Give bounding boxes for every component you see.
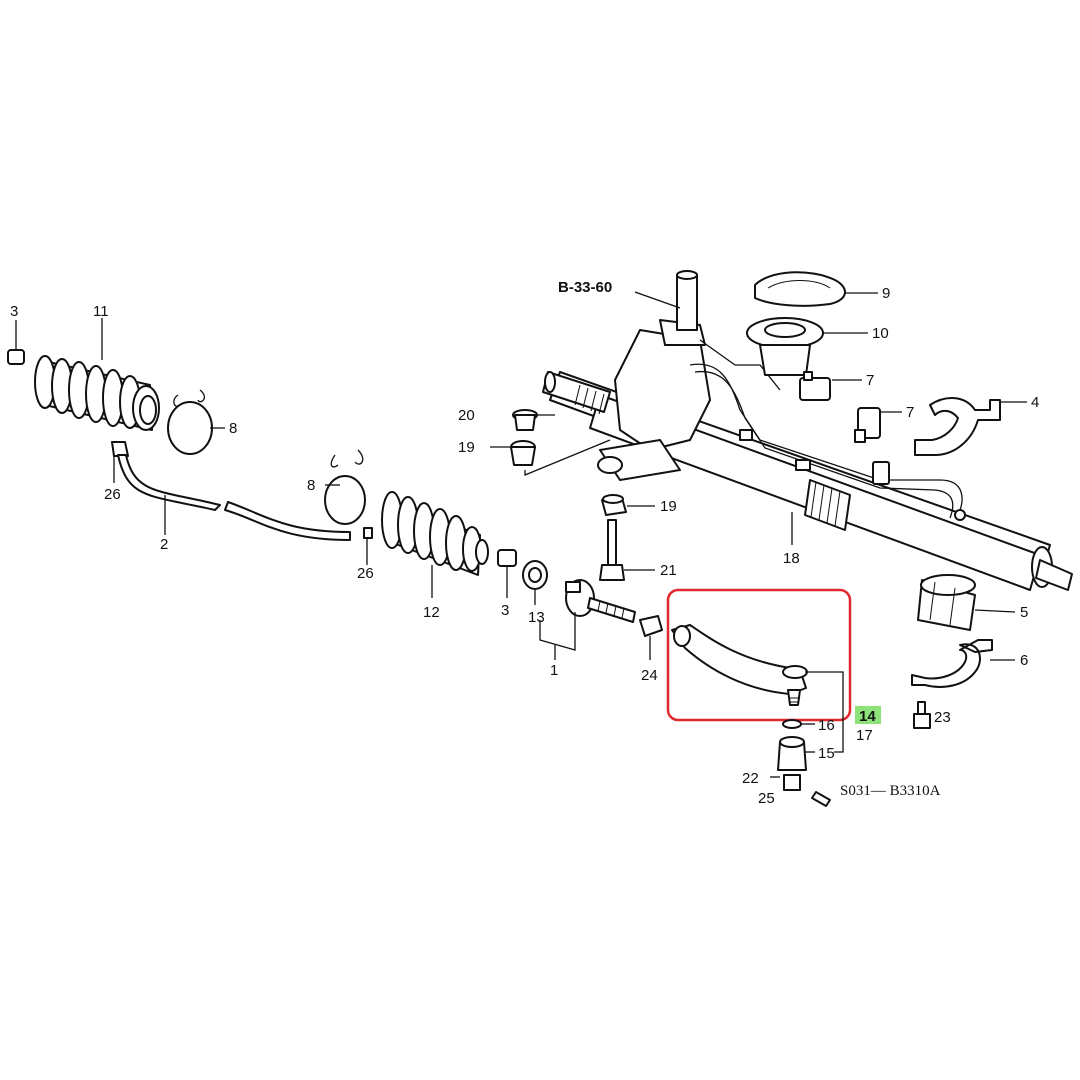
bracket-bolt[interactable] <box>913 701 931 729</box>
label-part-7-lower: 7 <box>906 404 914 421</box>
bellows-boot-left[interactable] <box>34 355 160 431</box>
air-tube[interactable] <box>117 454 351 541</box>
label-part-8-right: 8 <box>307 477 315 494</box>
label-part-26-right: 26 <box>357 565 374 582</box>
selected-part-highlight <box>666 588 852 722</box>
label-part-18: 18 <box>783 550 800 567</box>
tube-clip-right[interactable] <box>363 527 373 539</box>
label-part-16: 16 <box>818 717 835 734</box>
label-part-6: 6 <box>1020 652 1028 669</box>
boot-clip[interactable] <box>782 719 802 729</box>
label-part-19-lower: 19 <box>660 498 677 515</box>
rack-mount-bracket-upper[interactable] <box>914 397 1001 456</box>
label-part-21: 21 <box>660 562 677 579</box>
label-part-4: 4 <box>1031 394 1039 411</box>
label-part-14[interactable]: 14 <box>859 708 876 725</box>
boot-band-right[interactable] <box>324 449 366 525</box>
boot-band-left[interactable] <box>167 389 213 455</box>
label-part-25: 25 <box>758 790 775 807</box>
label-part-5: 5 <box>1020 604 1028 621</box>
label-part-3-left: 3 <box>10 303 18 320</box>
label-part-17: 17 <box>856 727 873 744</box>
ball-joint-boot[interactable] <box>777 736 807 771</box>
label-part-2: 2 <box>160 536 168 553</box>
lock-washer[interactable] <box>522 560 548 590</box>
label-part-15: 15 <box>818 745 835 762</box>
flange-nut[interactable] <box>601 494 627 516</box>
label-part-20: 20 <box>458 407 475 424</box>
label-part-1: 1 <box>550 662 558 679</box>
line-clamp-lower[interactable] <box>854 407 881 443</box>
label-part-3-right: 3 <box>501 602 509 619</box>
cotter-pin[interactable] <box>811 791 831 807</box>
band-nut-right[interactable] <box>497 549 517 567</box>
rack-housing[interactable] <box>542 270 1073 591</box>
drawing-number: S031— B3310A <box>840 783 941 799</box>
grommet-cover[interactable] <box>754 271 846 307</box>
mount-bushing-cap[interactable] <box>512 409 538 431</box>
mount-bolt[interactable] <box>599 519 625 581</box>
label-part-10: 10 <box>872 325 889 342</box>
band-nut-left[interactable] <box>7 349 25 365</box>
bellows-boot-right[interactable] <box>381 491 489 576</box>
jam-nut[interactable] <box>639 615 663 637</box>
label-part-22: 22 <box>742 770 759 787</box>
rack-bushing[interactable] <box>917 574 976 631</box>
mount-bushing[interactable] <box>510 440 536 466</box>
label-part-9: 9 <box>882 285 890 302</box>
line-clamp-upper[interactable] <box>799 371 831 401</box>
steering-seal[interactable] <box>746 317 824 376</box>
label-part-23: 23 <box>934 709 951 726</box>
reference-code[interactable]: B-33-60 <box>558 279 612 296</box>
tie-rod[interactable] <box>565 579 636 623</box>
castle-nut[interactable] <box>783 774 801 791</box>
label-part-8-left: 8 <box>229 420 237 437</box>
label-part-26-left: 26 <box>104 486 121 503</box>
label-part-24: 24 <box>641 667 658 684</box>
label-part-7-upper: 7 <box>866 372 874 389</box>
label-part-13: 13 <box>528 609 545 626</box>
rack-mount-bracket-lower[interactable] <box>911 639 993 688</box>
label-part-12: 12 <box>423 604 440 621</box>
label-part-19-upper: 19 <box>458 439 475 456</box>
label-part-11: 11 <box>93 303 109 320</box>
leader-lines <box>15 291 1027 778</box>
tube-clip-left[interactable] <box>111 441 129 457</box>
selected-label-badge <box>855 706 881 724</box>
tie-rod-end[interactable] <box>671 624 808 706</box>
